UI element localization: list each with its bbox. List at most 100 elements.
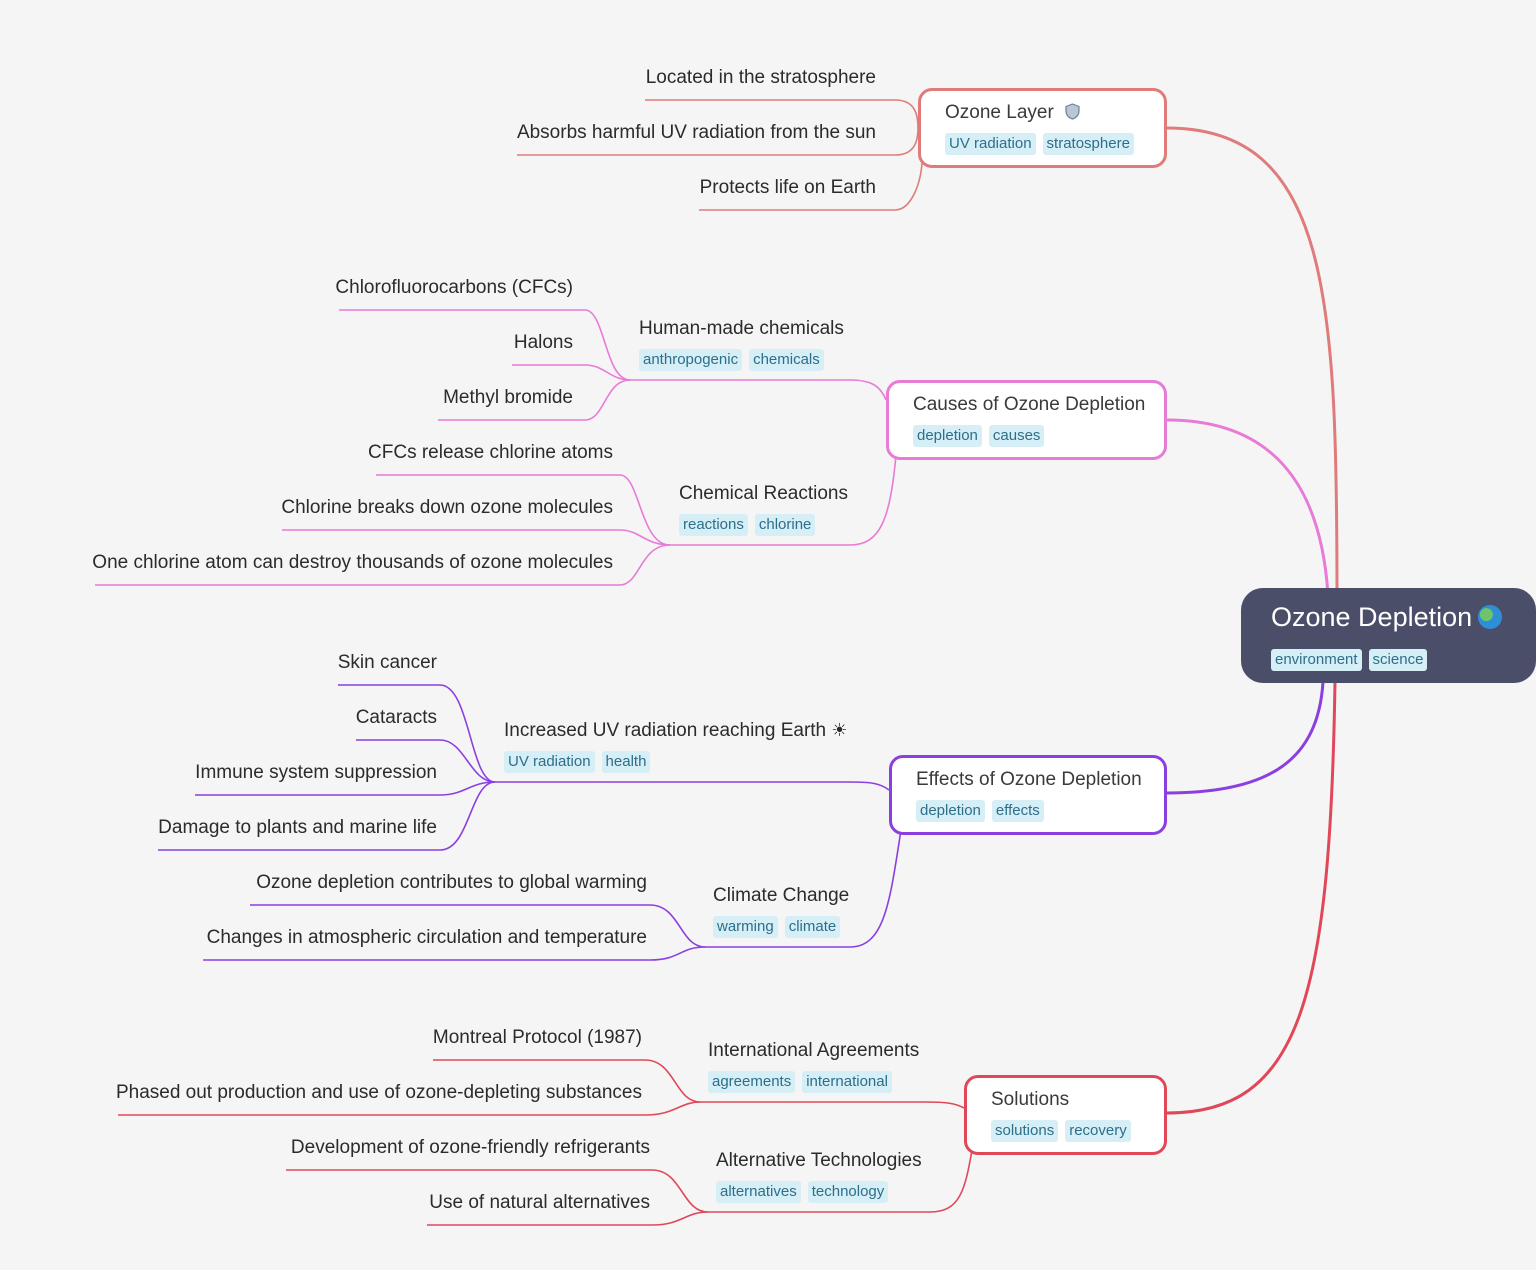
tag: anthropogenic (639, 349, 743, 371)
leaf-link (286, 1169, 709, 1213)
leaf-link (699, 159, 923, 211)
leaf-link (282, 529, 671, 546)
group-link (708, 1149, 973, 1213)
group-tags: warming climate (713, 916, 841, 938)
group-title[interactable]: Human-made chemicals (639, 318, 844, 339)
branch-title: Solutions (991, 1089, 1070, 1110)
tag: health (601, 751, 651, 773)
leaf-link (250, 904, 706, 948)
group-link (700, 1101, 965, 1109)
group-link (630, 379, 887, 401)
leaf[interactable]: Changes in atmospheric circulation and t… (206, 927, 647, 948)
tag: environment (1271, 649, 1362, 671)
leaf[interactable]: Chlorofluorocarbons (CFCs) (335, 277, 573, 298)
leaf[interactable]: Located in the stratosphere (645, 67, 876, 88)
tag: alternatives (716, 1181, 801, 1203)
tag: recovery (1065, 1120, 1131, 1142)
tag: agreements (708, 1071, 796, 1093)
root-link (1166, 126, 1339, 601)
tag: reactions (679, 514, 748, 536)
tag: chlorine (754, 514, 816, 536)
branch-tags: depletion effects (916, 800, 1044, 822)
branch-tags: solutions recovery (991, 1120, 1131, 1142)
group-tags: alternatives technology (716, 1181, 889, 1203)
root-link (1166, 418, 1330, 596)
tag: effects (991, 800, 1044, 822)
branch-tags: depletion causes (913, 425, 1045, 447)
branch-causes[interactable]: Causes of Ozone Depletion depletion caus… (886, 380, 1167, 460)
branch-tags: UV radiation stratosphere (945, 133, 1134, 155)
group-title[interactable]: Climate Change (713, 885, 850, 906)
leaf-link (517, 127, 919, 156)
leaf[interactable]: Damage to plants and marine life (158, 817, 437, 838)
leaf[interactable]: Phased out production and use of ozone-d… (115, 1082, 642, 1103)
leaf-link (438, 379, 631, 421)
globe-icon (1478, 605, 1503, 629)
leaf-link (645, 99, 919, 129)
root-link (1166, 681, 1325, 795)
group-title[interactable]: Chemical Reactions (679, 483, 848, 504)
leaf[interactable]: Halons (513, 332, 573, 353)
tag: climate (784, 916, 841, 938)
leaf[interactable]: Immune system suppression (195, 762, 437, 783)
sun-icon: ☀ (831, 720, 848, 741)
branch-title-wrap: Ozone Layer (945, 102, 1080, 124)
leaf-link (356, 739, 496, 783)
root-link (1166, 681, 1337, 1115)
branch-title: Effects of Ozone Depletion (916, 769, 1142, 790)
branch-solutions[interactable]: Solutions solutions recovery (964, 1075, 1167, 1155)
group-title: Increased UV radiation reaching Earth (504, 720, 827, 741)
branch-title: Ozone Layer (945, 102, 1054, 123)
group-title[interactable]: International Agreements (708, 1040, 920, 1061)
leaf[interactable]: Montreal Protocol (1987) (432, 1027, 642, 1048)
group-link (670, 454, 897, 546)
shield-icon (1065, 103, 1080, 120)
leaf[interactable]: Development of ozone-friendly refrigeran… (290, 1137, 650, 1158)
tag: causes (988, 425, 1045, 447)
leaf[interactable]: Absorbs harmful UV radiation from the su… (516, 122, 876, 143)
leaf-link (203, 946, 706, 961)
leaf-link (158, 781, 496, 851)
branch-ozone-layer[interactable]: Ozone Layer UV radiation stratosphere (918, 88, 1167, 168)
branch-title: Causes of Ozone Depletion (913, 394, 1146, 415)
tag: warming (713, 916, 778, 938)
leaf[interactable]: Chlorine breaks down ozone molecules (281, 497, 613, 518)
tag: UV radiation (945, 133, 1036, 155)
leaf-link (195, 781, 496, 796)
leaf-link (433, 1059, 701, 1103)
leaf-link (512, 364, 631, 381)
group-tags: agreements international (708, 1071, 892, 1093)
leaf[interactable]: Ozone depletion contributes to global wa… (256, 872, 647, 893)
leaf[interactable]: CFCs release chlorine atoms (368, 442, 613, 463)
leaf[interactable]: Skin cancer (337, 652, 437, 673)
leaf[interactable]: One chlorine atom can destroy thousands … (92, 552, 613, 573)
group-title-wrap[interactable]: Increased UV radiation reaching Earth ☀ (504, 720, 848, 742)
root-title-wrap: Ozone Depletion (1271, 602, 1503, 633)
leaf-link (339, 309, 631, 381)
tag: solutions (991, 1120, 1059, 1142)
leaf-link (95, 544, 671, 586)
leaf[interactable]: Use of natural alternatives (429, 1192, 650, 1213)
leaf[interactable]: Protects life on Earth (699, 177, 876, 198)
leaf-link (376, 474, 671, 546)
group-link (495, 781, 890, 791)
root-tags: environment science (1271, 649, 1428, 671)
leaf[interactable]: Methyl bromide (443, 387, 573, 408)
tag: technology (807, 1181, 889, 1203)
root-title: Ozone Depletion (1271, 602, 1473, 632)
group-title[interactable]: Alternative Technologies (716, 1150, 922, 1171)
group-link (705, 829, 902, 948)
tag: depletion (913, 425, 982, 447)
group-tags: reactions chlorine (679, 514, 816, 536)
branch-effects[interactable]: Effects of Ozone Depletion depletion eff… (889, 755, 1167, 835)
tag: international (802, 1071, 892, 1093)
tag: UV radiation (504, 751, 595, 773)
root-node[interactable]: Ozone Depletion environment science (1241, 588, 1536, 683)
leaf[interactable]: Cataracts (355, 707, 437, 728)
tag: chemicals (749, 349, 824, 371)
group-tags: anthropogenic chemicals (639, 349, 824, 371)
leaf-link (427, 1211, 709, 1226)
tag: stratosphere (1042, 133, 1134, 155)
